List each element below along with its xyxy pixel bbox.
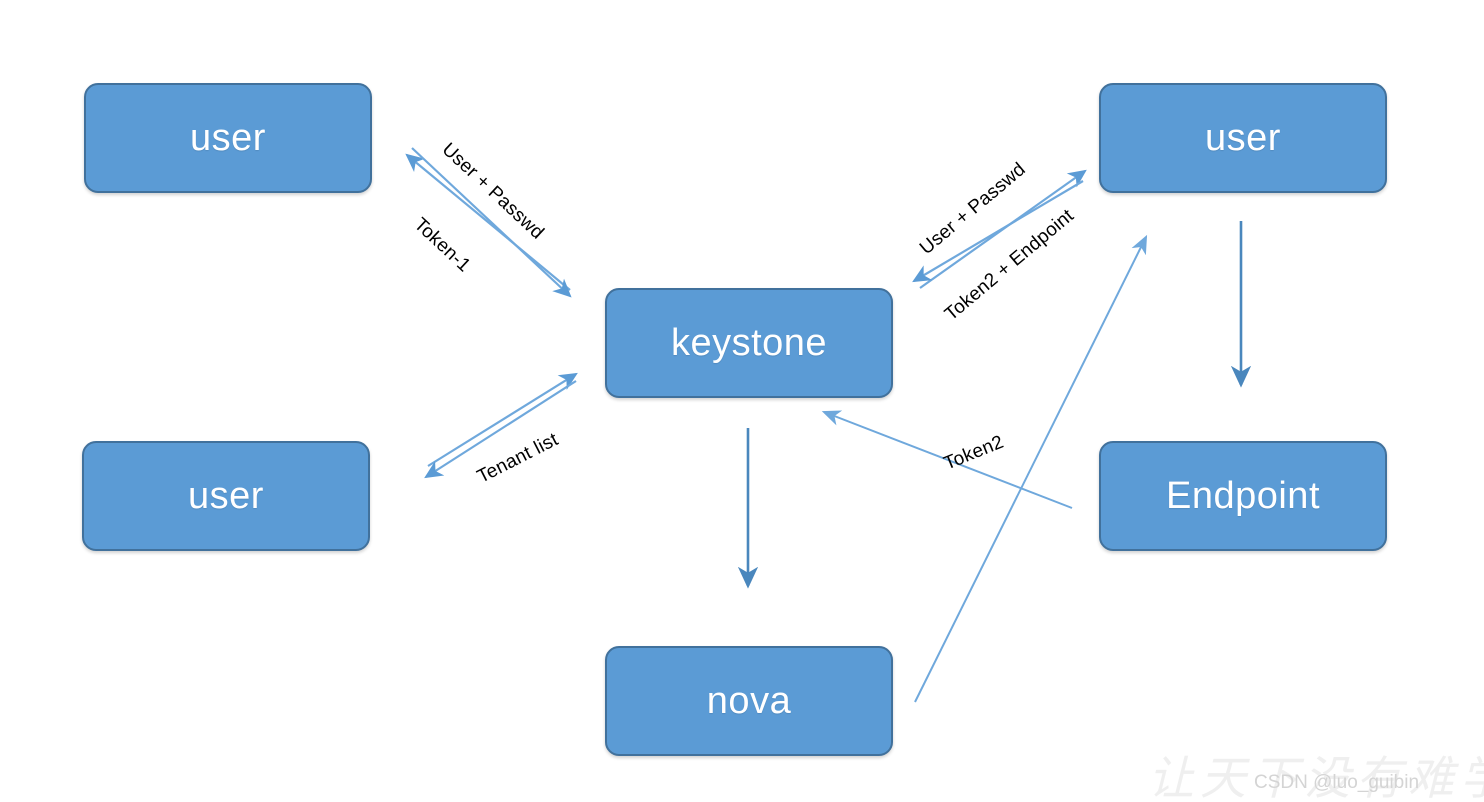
node-keystone[interactable]: keystone bbox=[605, 288, 893, 398]
node-label: user bbox=[190, 117, 266, 159]
node-label: keystone bbox=[670, 322, 828, 364]
node-user-top-left[interactable]: user bbox=[84, 83, 372, 193]
connector-nova-to-upper-right bbox=[914, 234, 1148, 703]
node-label: user bbox=[188, 475, 264, 517]
watermark-csdn-author: CSDN @luo_guibin bbox=[1254, 772, 1420, 793]
connector-user-top-right-to-keystone bbox=[912, 180, 1084, 283]
connector-user-top-left-to-keystone bbox=[411, 147, 572, 298]
connector-user-bottom-left-to-keystone bbox=[427, 372, 578, 467]
connector-keystone-to-user-bottom-left bbox=[424, 380, 577, 479]
node-user-top-right[interactable]: user bbox=[1099, 83, 1387, 193]
node-user-bottom-left[interactable]: user bbox=[82, 441, 370, 551]
connector-endpoint-to-keystone bbox=[821, 410, 1073, 509]
node-label: nova bbox=[706, 680, 792, 722]
watermark-chinese: 让天下没有难学的技 bbox=[1148, 753, 1484, 802]
node-nova[interactable]: nova bbox=[605, 646, 893, 756]
node-label: Endpoint bbox=[1165, 475, 1320, 517]
connector-keystone-to-user-top-left bbox=[405, 153, 571, 291]
node-label: user bbox=[1205, 117, 1281, 159]
node-endpoint[interactable]: Endpoint bbox=[1099, 441, 1387, 551]
